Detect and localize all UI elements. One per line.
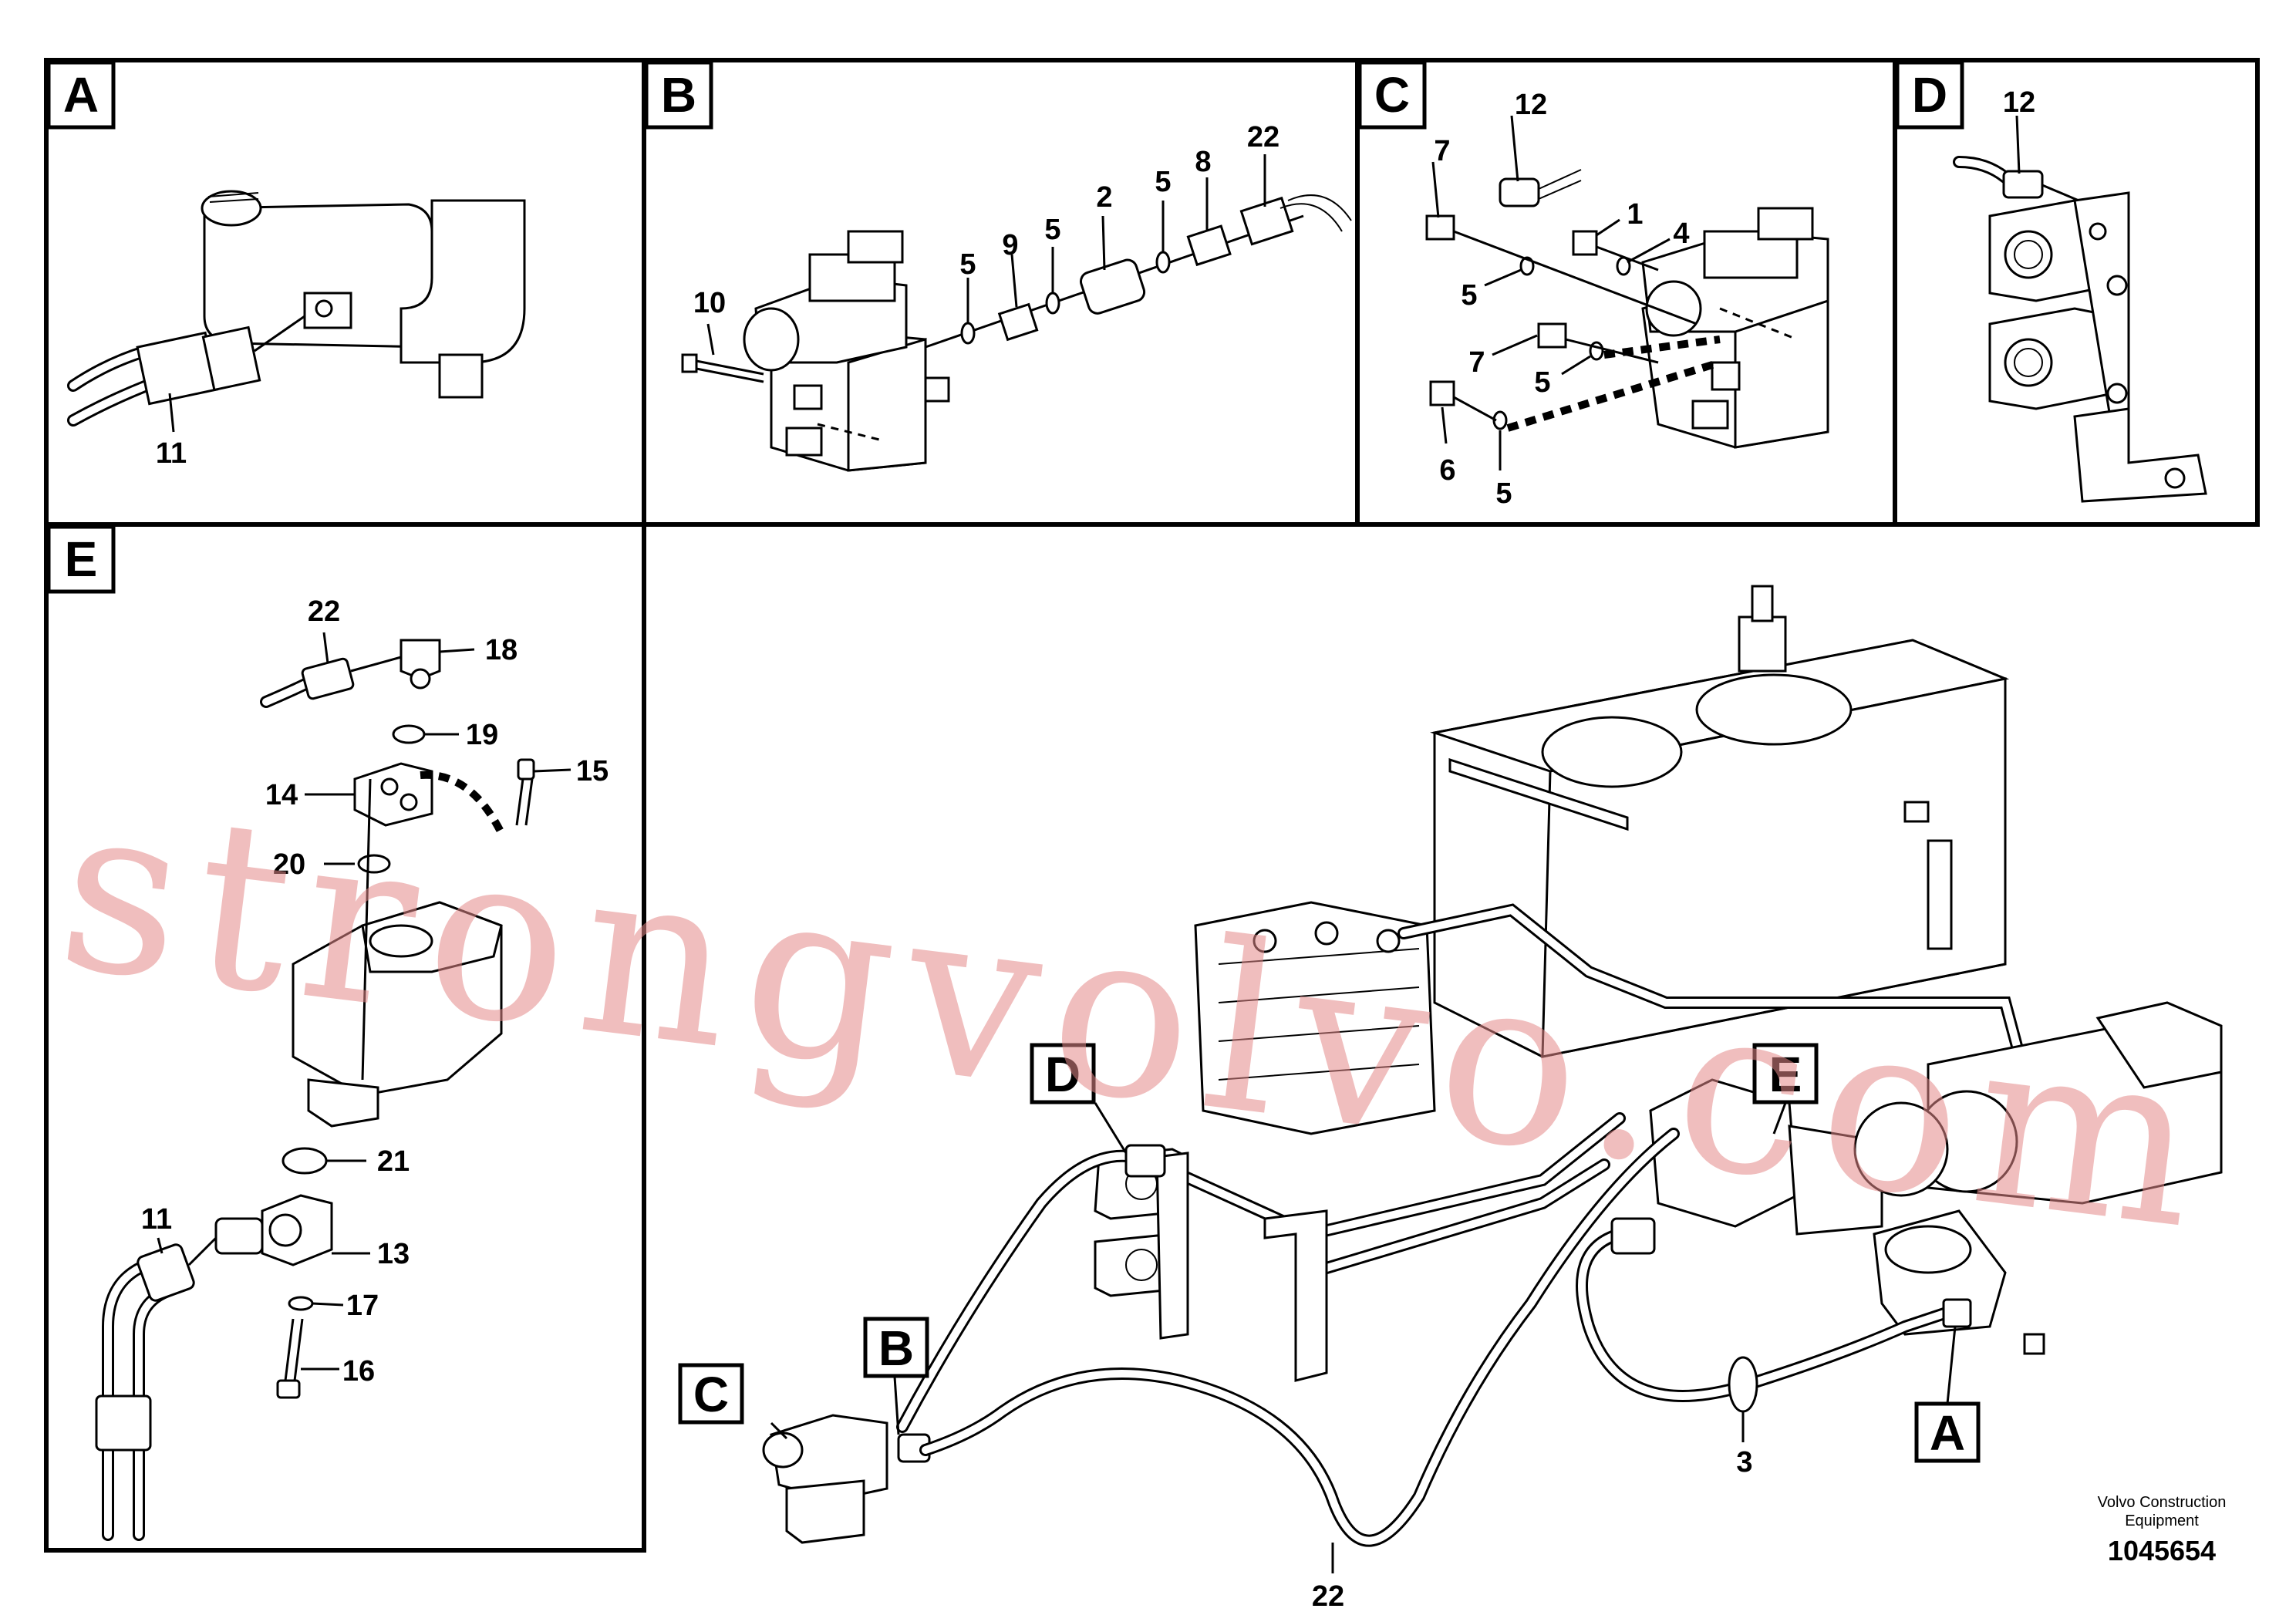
detail-flag-a[interactable]: A <box>1914 1401 1981 1463</box>
callout-e-20: 20 <box>273 848 305 881</box>
panel-a-drawing <box>67 190 526 433</box>
callout-e-11: 11 <box>141 1203 172 1236</box>
detail-flag-d[interactable]: D <box>1030 1043 1096 1104</box>
callout-e-22: 22 <box>308 595 340 628</box>
detail-flag-c[interactable]: C <box>678 1363 744 1425</box>
footer-company-line2: Equipment <box>2125 1512 2199 1529</box>
callout-b-22: 22 <box>1247 121 1279 153</box>
callout-e-13: 13 <box>377 1238 410 1270</box>
svg-text:A: A <box>63 67 99 123</box>
main-assembly-drawing <box>762 585 2223 1573</box>
callout-e-18: 18 <box>485 634 518 666</box>
callout-e-16: 16 <box>342 1355 375 1388</box>
callout-b-2: 2 <box>1096 181 1112 214</box>
callout-b-8: 8 <box>1195 146 1211 178</box>
callout-e-14: 14 <box>265 779 298 811</box>
svg-text:E: E <box>1769 1047 1802 1102</box>
callout-e-15: 15 <box>576 755 609 787</box>
callout-d-12: 12 <box>2003 86 2035 119</box>
svg-text:C: C <box>693 1367 729 1422</box>
svg-text:B: B <box>661 67 696 123</box>
callout-c-12: 12 <box>1515 89 1547 121</box>
callout-c-1: 1 <box>1627 198 1643 231</box>
drawing-number: 1045654 <box>2107 1535 2217 1566</box>
callout-c-4: 4 <box>1673 218 1689 250</box>
svg-text:B: B <box>878 1320 914 1376</box>
callout-b-5a: 5 <box>959 248 976 281</box>
svg-text:E: E <box>65 531 98 587</box>
panel-label-a: A <box>46 60 116 130</box>
svg-text:A: A <box>1930 1405 1965 1461</box>
panel-label-c: C <box>1357 60 1427 130</box>
callout-c-6: 6 <box>1439 454 1455 487</box>
panel-e-drawing <box>95 632 571 1541</box>
detail-flag-b[interactable]: B <box>863 1317 929 1378</box>
callout-b-5c: 5 <box>1155 166 1171 198</box>
callout-e-19: 19 <box>466 719 498 751</box>
panel-frames <box>44 58 2260 1553</box>
svg-text:D: D <box>1912 67 1947 123</box>
callout-e-17: 17 <box>346 1290 379 1322</box>
callout-c-5b: 5 <box>1534 366 1550 399</box>
panel-label-e: E <box>46 524 116 594</box>
callout-e-21: 21 <box>377 1145 410 1178</box>
panel-label-b: B <box>644 60 713 130</box>
callout-c-7b: 7 <box>1468 346 1485 379</box>
svg-text:D: D <box>1045 1047 1081 1102</box>
callout-c-7a: 7 <box>1434 135 1450 167</box>
callout-b-9: 9 <box>1002 229 1018 261</box>
svg-text:C: C <box>1374 67 1410 123</box>
callout-c-5a: 5 <box>1461 279 1477 312</box>
panel-b-drawing <box>681 154 1352 472</box>
callout-c-5c: 5 <box>1495 477 1512 510</box>
callout-main-3: 3 <box>1736 1446 1752 1479</box>
callout-b-5b: 5 <box>1044 214 1060 246</box>
panel-label-d: D <box>1895 60 1964 130</box>
callout-a-11: 11 <box>156 437 187 470</box>
detail-flag-e[interactable]: E <box>1752 1043 1819 1104</box>
panel-c-drawing <box>1425 115 1829 470</box>
callout-main-22: 22 <box>1312 1580 1344 1613</box>
footer-company-line1: Volvo Construction <box>2097 1494 2227 1511</box>
panel-d-drawing <box>1953 115 2207 503</box>
callout-b-10: 10 <box>693 287 726 319</box>
